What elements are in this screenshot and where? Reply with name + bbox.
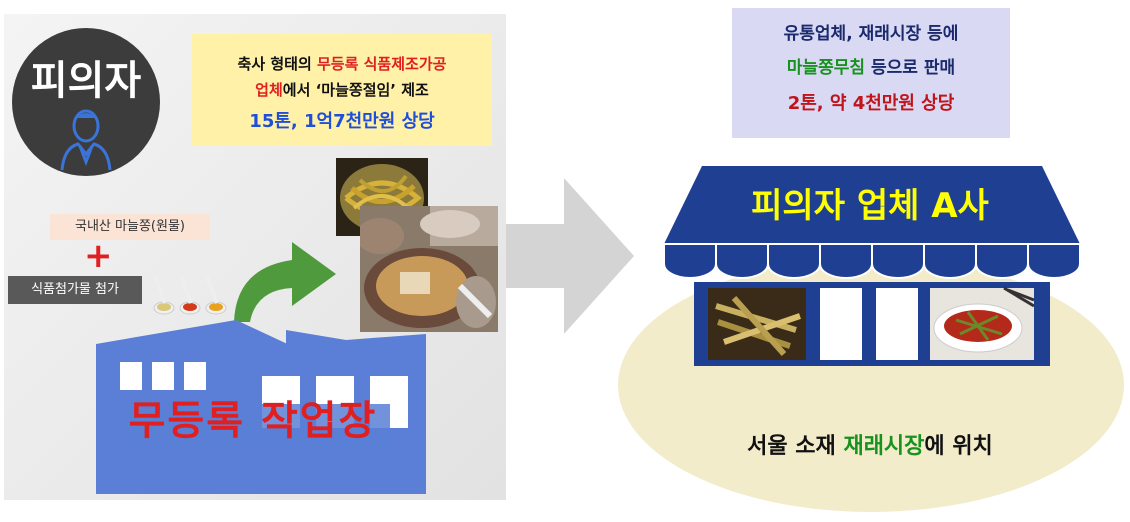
suspect-badge	[12, 28, 160, 176]
manufacture-amount: 15톤, 1억7천만원 상당	[249, 111, 435, 132]
shop-location: 서울 소재 재래시장에 위치	[747, 434, 993, 459]
shop-name: 피의자 업체 A사	[751, 186, 989, 226]
storage-containers-photo	[360, 206, 498, 332]
storefront-icon	[664, 166, 1080, 366]
curved-arrow-icon	[234, 242, 336, 322]
distribution-amount: 2톤, 약 4천만원 상당	[787, 93, 955, 114]
person-icon	[60, 109, 112, 171]
suspect-label: 피의자	[30, 58, 142, 104]
factory-label: 무등록 작업장	[128, 398, 378, 444]
raw-material-label: 국내산 마늘쫑(원물)	[50, 214, 210, 240]
spice-spoons-icon	[153, 276, 227, 315]
distribution-info-box: 유통업체, 재래시장 등에 마늘쫑무침 등으로 판매 2톤, 약 4천만원 상당	[732, 8, 1010, 138]
flow-arrow-icon	[506, 178, 634, 334]
additive-label: 식품첨가물 첨가	[8, 276, 142, 304]
distribution-line-1: 유통업체, 재래시장 등에	[783, 24, 959, 44]
distribution-line-2: 마늘쫑무침 등으로 판매	[786, 58, 956, 78]
factory-icon	[96, 320, 426, 494]
plus-icon: +	[84, 236, 113, 276]
manufacture-info-box: 축사 형태의 무등록 식품제조가공 업체에서 ‘마늘쫑절임’ 제조 15톤, 1…	[192, 34, 492, 146]
manufacture-line-2: 업체에서 ‘마늘쫑절임’ 제조	[255, 81, 429, 99]
manufacture-line-1: 축사 형태의 무등록 식품제조가공	[237, 55, 447, 73]
